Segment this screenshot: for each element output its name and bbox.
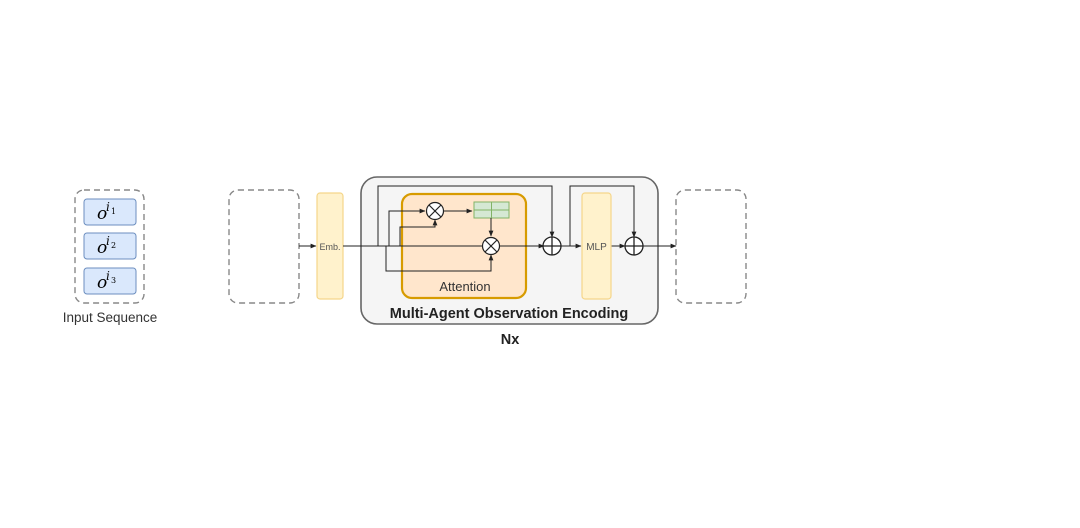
attention-label: Attention [439,279,490,294]
input-sequence: o i 1 o i 2 o i 3 Input Sequence [63,189,158,325]
token-box [83,267,137,295]
input-token-2: o i 2 [83,232,137,260]
token-sup: i [106,200,110,214]
placeholder-box-right [675,189,747,304]
token-base: o [97,238,107,258]
embedding-label: Emb. [319,242,340,252]
multiply-operator-2 [481,236,501,256]
token-box [83,232,137,260]
residual-skip-2 [569,185,637,246]
value-branch-line [385,246,494,272]
encoder-block: Attention [299,176,677,325]
token-sup: i [106,234,110,248]
encoder-title: Multi-Agent Observation Encoding [390,306,628,322]
mlp-block: MLP [581,192,612,300]
repeat-count: Nx [501,332,520,348]
input-token-3: o i 3 [83,267,137,295]
attention-matrix [473,201,510,219]
key-branch-line [399,219,438,246]
embedding-block: Emb. [316,192,344,300]
input-token-1: o i 1 [83,198,137,226]
connections [299,185,677,272]
add-operator-1 [542,236,562,256]
add-operator-2 [624,236,644,256]
mlp-box [581,192,612,300]
mlp-label: MLP [586,242,607,253]
query-branch-line [388,208,426,246]
input-sequence-frame [74,189,145,304]
input-sequence-label: Input Sequence [63,310,158,325]
token-base: o [97,273,107,293]
token-sub: 3 [111,276,116,285]
placeholder-box-left [228,189,300,304]
token-box [83,198,137,226]
token-sub: 2 [111,241,116,250]
token-sup: i [106,269,110,283]
token-sub: 1 [111,207,116,216]
residual-skip-1 [377,185,555,246]
token-base: o [97,204,107,224]
multiply-operator-1 [425,201,445,221]
